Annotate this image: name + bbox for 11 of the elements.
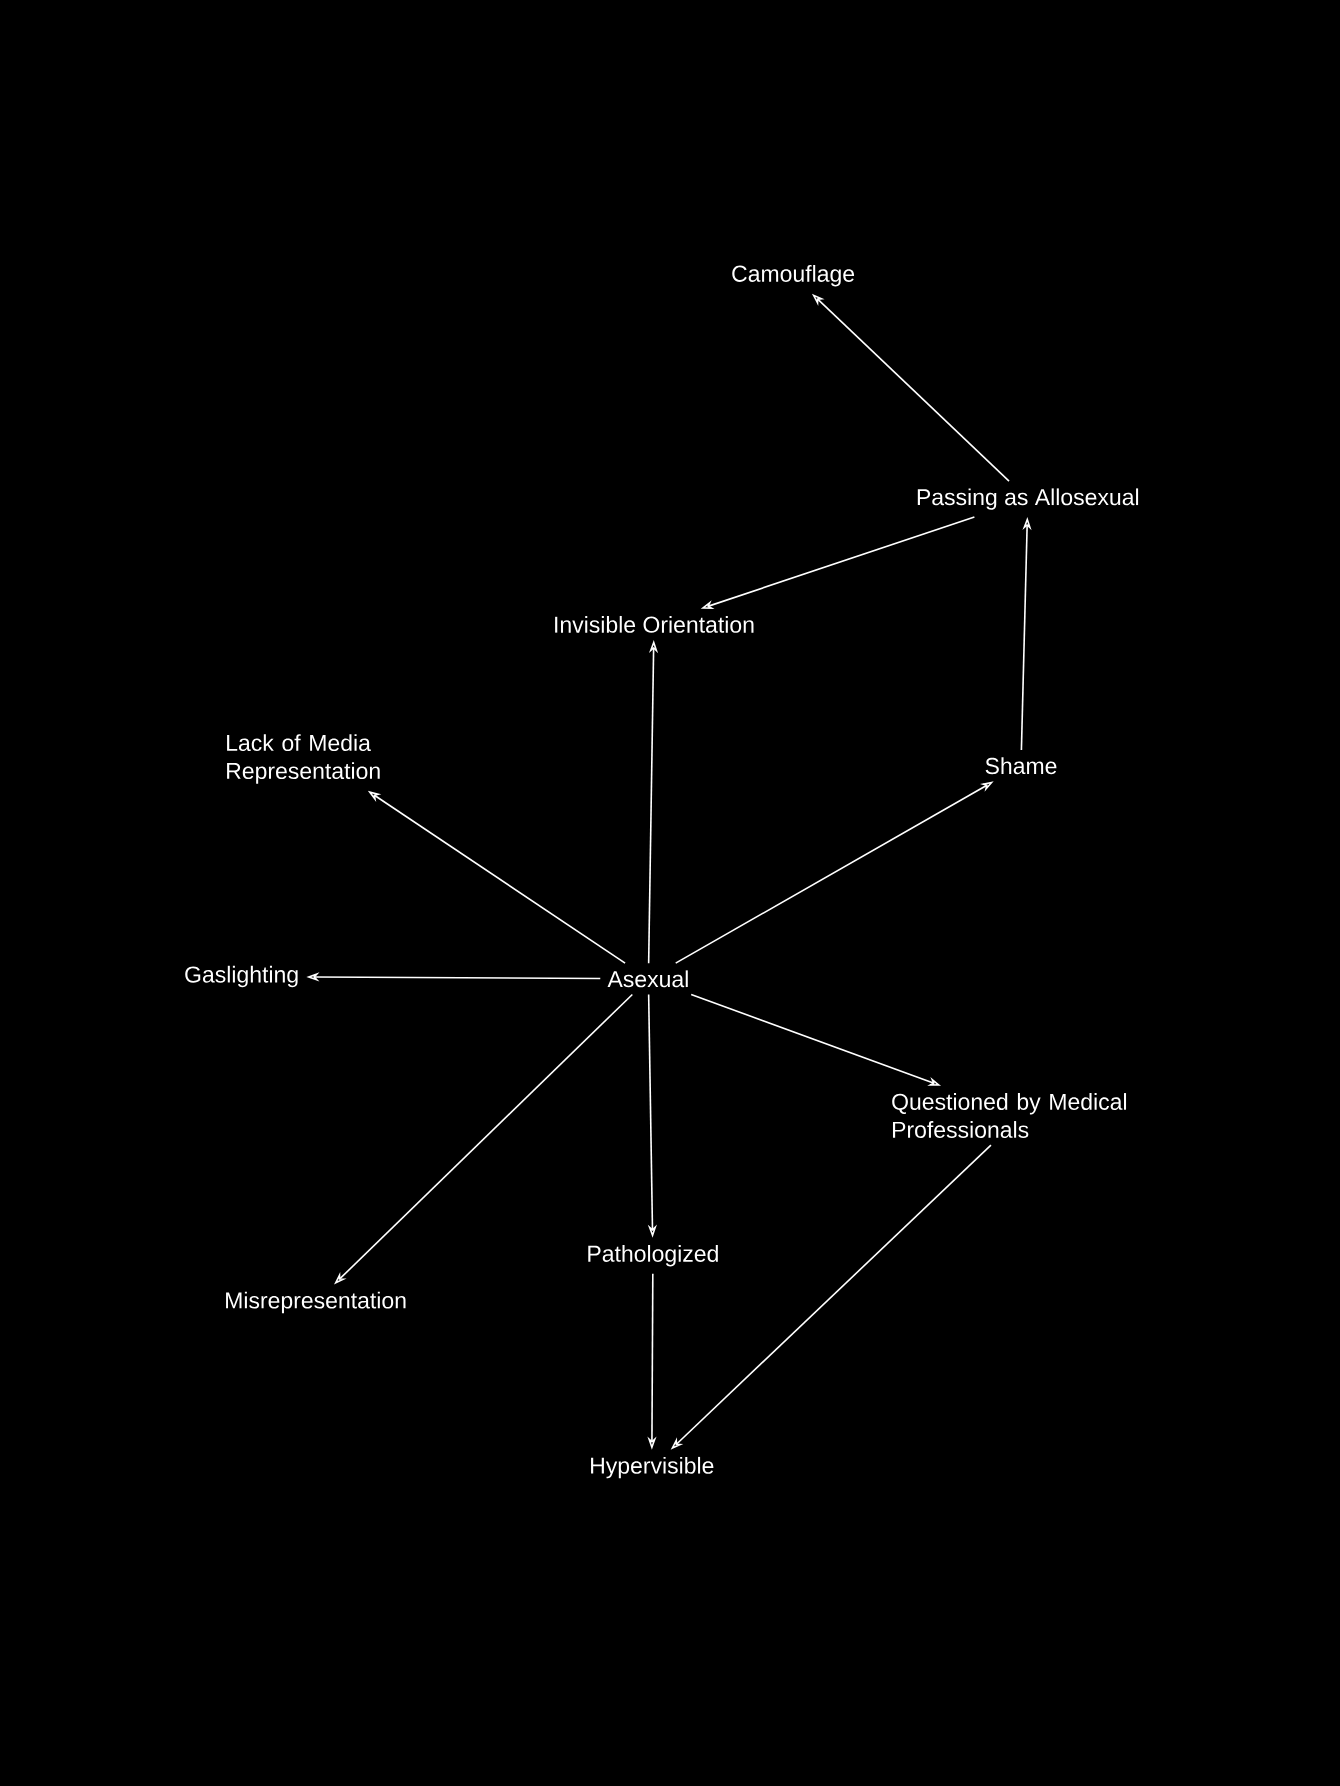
node-label: Shame bbox=[985, 757, 1057, 775]
node-label: Camouflage bbox=[732, 265, 855, 287]
node-label: Gaslighting bbox=[185, 965, 298, 988]
node-label: Misrepresentation bbox=[226, 1291, 406, 1314]
node-label: Passing as Allosexual bbox=[917, 488, 1139, 510]
node-label: Asexual bbox=[607, 970, 688, 988]
node-label: Hypervisible bbox=[591, 1456, 714, 1479]
node-label: Pathologized bbox=[588, 1245, 718, 1267]
node-label: Questioned by Medical Professionals bbox=[892, 1093, 1127, 1138]
node-label: Invisible Orientation bbox=[555, 615, 754, 633]
node-label: Lack of Media Representation bbox=[227, 734, 380, 784]
